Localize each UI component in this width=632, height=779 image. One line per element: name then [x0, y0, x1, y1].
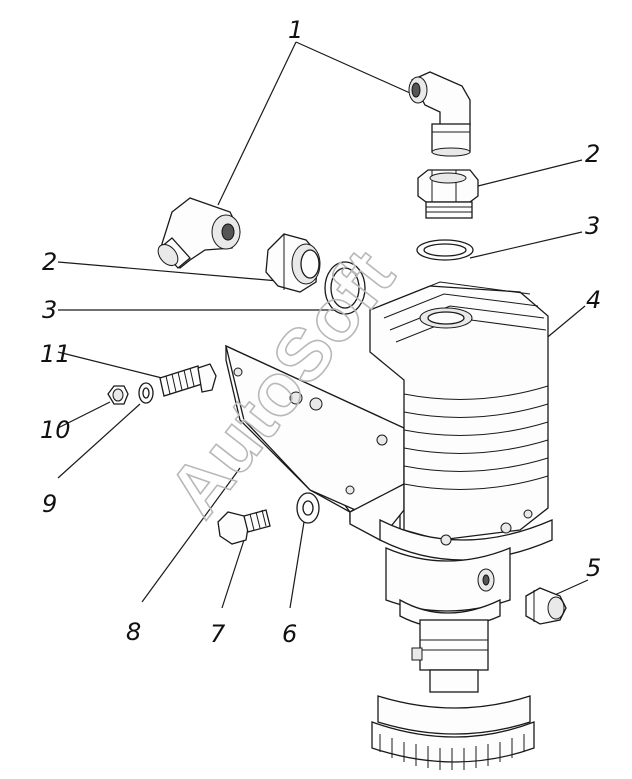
- seal-ring-left: [324, 261, 366, 315]
- washer-medium: [296, 492, 320, 524]
- callout-labels: 1 2 3 2 3 4 11 10 9 5 8 7 6: [40, 16, 601, 648]
- callout-2-upper: 2: [585, 140, 600, 168]
- leader-2-left: [57, 261, 291, 283]
- seal-ring-upper: [416, 239, 474, 261]
- leader-6: [289, 521, 305, 609]
- callout-3-left: 3: [42, 296, 57, 324]
- hex-nut-left: [265, 233, 321, 293]
- leader-3-upper: [469, 231, 583, 259]
- elbow-fitting-upper: [408, 71, 471, 157]
- hex-nut-upper: [417, 169, 479, 219]
- leader-7: [221, 539, 245, 609]
- nut-small: [107, 385, 129, 405]
- callout-5: 5: [586, 554, 601, 582]
- callout-2-left: 2: [42, 248, 57, 276]
- callout-9: 9: [42, 490, 57, 518]
- callout-8: 8: [126, 618, 141, 646]
- callout-1: 1: [288, 16, 303, 44]
- callout-6: 6: [282, 620, 297, 648]
- bolt-long: [159, 363, 217, 397]
- callout-4: 4: [586, 286, 601, 314]
- plug-fitting: [525, 587, 567, 625]
- callout-10: 10: [40, 416, 71, 444]
- leader-8: [141, 467, 241, 603]
- leader-10: [57, 401, 111, 429]
- leader-1-to-upper-elbow: [295, 41, 411, 94]
- callout-7: 7: [210, 620, 226, 648]
- leader-9: [57, 403, 141, 479]
- leader-2-upper: [469, 159, 583, 189]
- elbow-fitting-side: [157, 197, 241, 269]
- mounting-bracket: [225, 344, 405, 541]
- washer-small: [138, 382, 154, 404]
- callout-11: 11: [40, 340, 71, 368]
- callout-3-upper: 3: [585, 212, 600, 240]
- leader-1-to-side-elbow: [217, 41, 297, 206]
- bolt-short: [217, 509, 271, 545]
- leader-11: [57, 351, 163, 379]
- lower-body-assembly: [371, 547, 535, 770]
